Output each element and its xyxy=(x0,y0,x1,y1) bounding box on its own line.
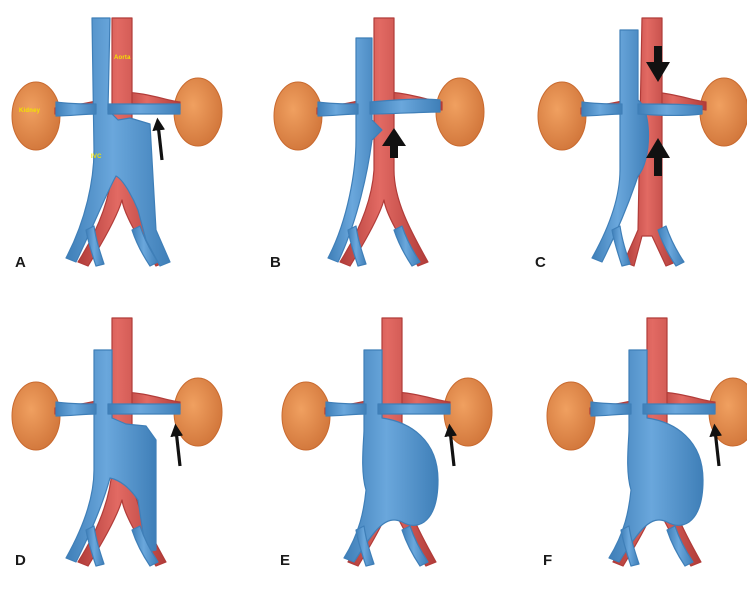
renal-vein-right xyxy=(370,99,440,114)
left-kidney xyxy=(282,382,330,450)
flow-arrow-icon xyxy=(176,430,180,466)
renal-vein-right xyxy=(108,104,180,114)
aorta-label: Aorta xyxy=(114,55,131,61)
panel-d xyxy=(12,318,222,566)
renal-vein-right xyxy=(643,404,715,414)
renal-vein-right xyxy=(108,404,180,414)
panel-c xyxy=(538,18,747,266)
right-kidney xyxy=(174,78,222,146)
right-kidney xyxy=(700,78,747,146)
right-kidney xyxy=(436,78,484,146)
panel-label-e: E xyxy=(280,552,290,569)
panel-label-b: B xyxy=(270,254,281,271)
renal-vein-right xyxy=(638,104,702,116)
renal-vein-left xyxy=(582,102,622,116)
flow-arrow-icon xyxy=(158,124,162,160)
left-kidney xyxy=(12,82,60,150)
panel-f xyxy=(547,318,747,566)
panel-label-d: D xyxy=(15,552,26,569)
renal-vein-left xyxy=(56,402,96,416)
panel-b xyxy=(274,18,484,266)
renal-vein-right xyxy=(378,404,450,414)
left-kidney xyxy=(12,382,60,450)
renal-vein-left xyxy=(56,102,96,116)
right-kidney xyxy=(174,378,222,446)
left-kidney xyxy=(538,82,586,150)
panel-label-c: C xyxy=(535,254,546,271)
ivc-label: IVC xyxy=(91,154,102,160)
renal-vein-left xyxy=(318,102,358,116)
renal-vein-left xyxy=(591,402,631,416)
ivc xyxy=(66,350,156,562)
panel-e xyxy=(282,318,492,566)
panel-label-f: F xyxy=(543,552,552,569)
renal-vein-left xyxy=(326,402,366,416)
iliac-vein-left xyxy=(612,226,630,266)
kidney-label: Kidney xyxy=(19,108,40,114)
left-kidney xyxy=(274,82,322,150)
left-kidney xyxy=(547,382,595,450)
panel-label-a: A xyxy=(15,254,26,271)
